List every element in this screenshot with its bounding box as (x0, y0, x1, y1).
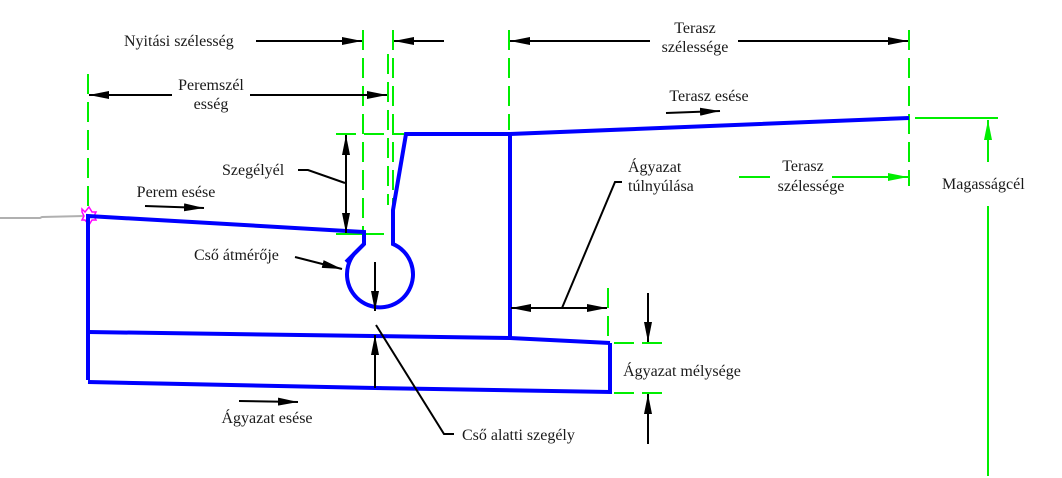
pipe-diameter-arrow (294, 256, 343, 270)
label-under-pipe-border: Cső alatti szegély (462, 427, 575, 444)
insertion-point-marker[interactable] (80, 205, 98, 227)
label-edge-width-1: Peremszél (178, 77, 244, 94)
terrace-slope-arrow (665, 107, 721, 116)
label-curb-edge: Szegélyél (222, 162, 285, 179)
label-terrace-width-top-2: szélessége (662, 39, 729, 56)
ground-baseline (0, 215, 85, 219)
label-opening-width: Nyitási szélesség (124, 33, 234, 50)
curb-edge-leader (298, 169, 346, 184)
bedding-top-line[interactable] (87, 330, 611, 345)
label-bedding-overhang-2: túlnyúlása (628, 178, 694, 195)
bedding-overhang-leader (561, 181, 622, 309)
label-elevation-target: Magasságcél (942, 176, 1025, 193)
under-pipe-border-leader (375, 324, 454, 435)
left-edge-surface[interactable] (86, 213, 366, 380)
pipe-circle[interactable] (345, 116, 910, 310)
label-terrace-width-side-2: szélessége (778, 178, 845, 195)
label-bedding-depth: Ágyazat mélysége (623, 361, 741, 380)
label-bedding-slope: Ágyazat esése (221, 408, 312, 427)
label-terrace-width-top-1: Terasz (674, 20, 716, 37)
label-edge-slope: Perem esése (137, 184, 216, 201)
edge-slope-arrow (144, 203, 205, 212)
label-terrace-width-side-1: Terasz (782, 158, 824, 175)
label-bedding-overhang-1: Ágyazat (628, 157, 682, 176)
bedding-outline[interactable] (87, 343, 612, 395)
label-terrace-slope: Terasz esése (669, 88, 748, 105)
bedding-slope-arrow (238, 397, 299, 406)
label-edge-width-2: esség (194, 96, 229, 113)
label-pipe-diameter: Cső átmérője (194, 247, 279, 264)
